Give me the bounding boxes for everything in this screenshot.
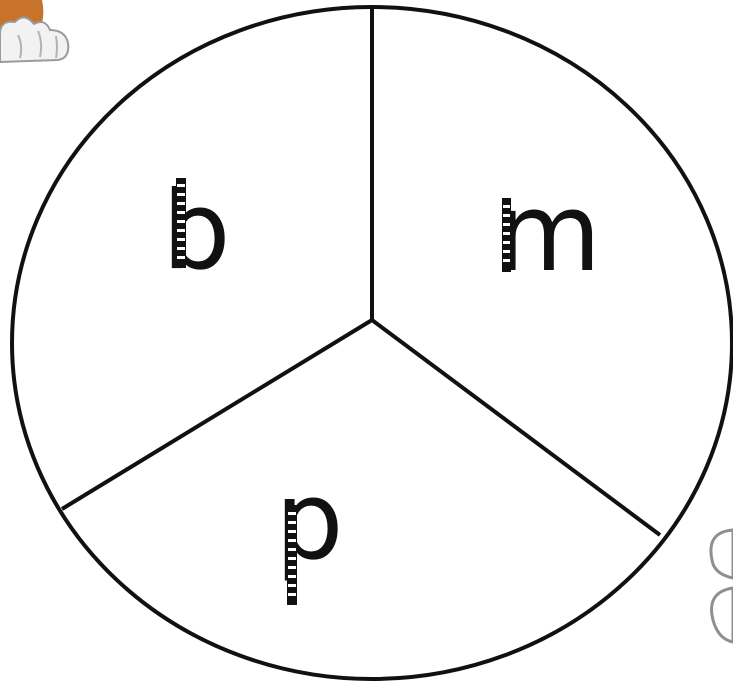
- dog-paw-icon: [0, 0, 68, 62]
- letter-m: m: [496, 171, 601, 296]
- tracing-stripes: [177, 184, 185, 259]
- section-top-left[interactable]: b: [162, 169, 231, 294]
- cotton-ball-icon: [711, 530, 733, 642]
- section-top-right[interactable]: m: [496, 171, 601, 296]
- letter-b: b: [162, 169, 231, 294]
- tracing-stroke: [287, 505, 297, 605]
- section-bottom[interactable]: p: [275, 459, 344, 605]
- letter-p: p: [275, 459, 344, 584]
